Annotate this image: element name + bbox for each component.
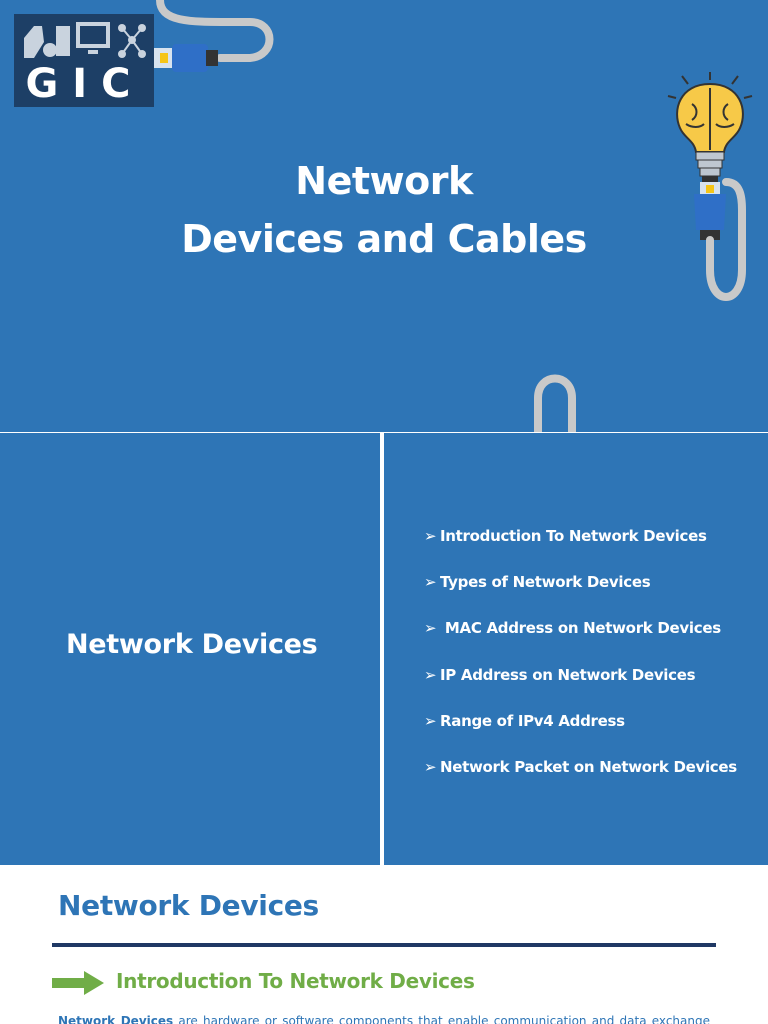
body-term: Network Devices [58,1014,174,1024]
title-line-2: Devices and Cables [181,217,587,261]
title-slide: GIC Network Devices and Cables [0,0,768,432]
topic-label: Types of Network Devices [440,573,651,592]
network-devices-logo-icons [24,22,146,58]
topic-item: ➢Range of IPv4 Address [424,712,737,758]
lightbulb-brain-icon [667,72,753,301]
ethernet-cable-icon [154,0,274,72]
arrow-bullet-icon: ➢ [424,757,437,776]
content-heading: Network Devices [58,889,319,922]
body-text: Network Devices are hardware or software… [58,1014,710,1024]
logo-text: GIC [25,61,145,107]
topic-label: IP Address on Network Devices [440,665,696,684]
title-line-1: Network [295,159,473,203]
arrow-bullet-icon: ➢ [424,711,437,730]
vertical-divider [380,433,384,865]
topic-label: Introduction To Network Devices [440,527,707,545]
topic-item: ➢Introduction To Network Devices [424,527,737,573]
topic-label: Range of IPv4 Address [440,711,625,730]
topic-label: MAC Address on Network Devices [440,619,721,638]
slide-title: Network Devices and Cables [0,152,768,268]
topic-label: Network Packet on Network Devices [440,757,737,776]
arrow-bullet-icon: ➢ [424,665,437,684]
arrow-bullet-icon: ➢ [424,527,437,545]
topic-item: ➢Network Packet on Network Devices [424,758,737,804]
body-rest: are hardware or software components that… [173,1014,710,1024]
topic-item: ➢Types of Network Devices [424,573,737,619]
heading-rule [52,943,716,947]
agenda-slide: Network Devices ➢Introduction To Network… [0,433,768,865]
topic-list: ➢Introduction To Network Devices ➢Types … [424,527,737,804]
cable-loop-icon [534,374,576,432]
arrow-bullet-icon: ➢ [424,619,437,638]
section-heading: Network Devices [66,629,318,660]
topic-item: ➢ MAC Address on Network Devices [424,619,737,665]
green-arrow-icon [52,971,104,995]
topic-item: ➢IP Address on Network Devices [424,666,737,712]
arrow-bullet-icon: ➢ [424,573,437,592]
content-slide: Network Devices Introduction To Network … [0,865,768,1024]
content-subheading: Introduction To Network Devices [116,969,475,993]
gic-logo: GIC [14,14,154,107]
